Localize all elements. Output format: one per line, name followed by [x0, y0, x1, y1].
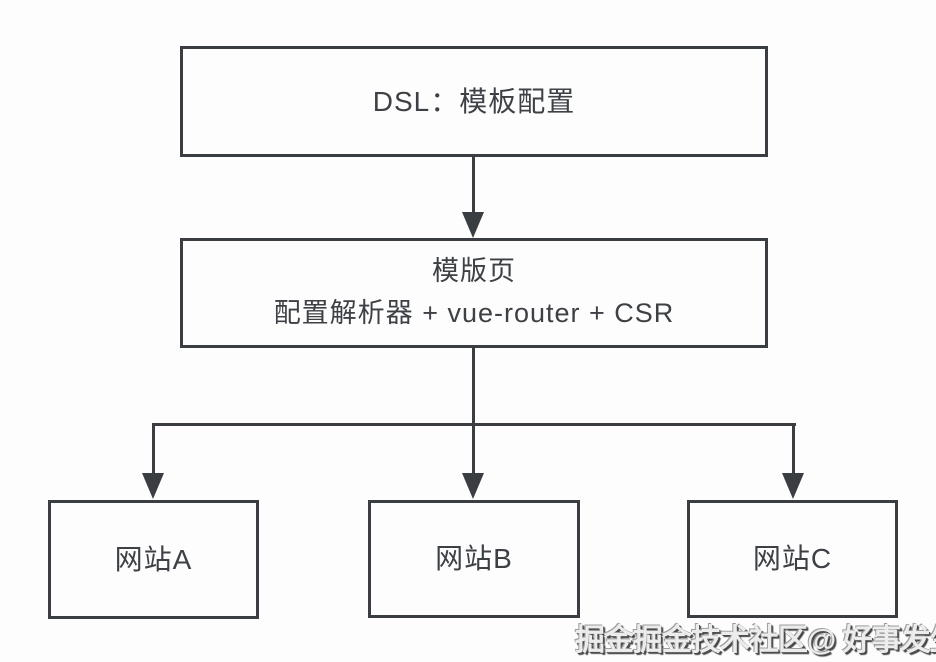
- arrow-down-icon: [782, 473, 804, 499]
- node-site-b-label: 网站B: [435, 543, 513, 575]
- node-dsl-template-config: DSL：模板配置: [180, 46, 768, 157]
- node-dsl-label: DSL：模板配置: [372, 85, 576, 117]
- arrow-down-icon: [142, 473, 164, 499]
- connector-dsl-to-template-line: [472, 157, 475, 214]
- connector-branch-line: [152, 423, 796, 426]
- connector-template-stem-line: [472, 348, 475, 474]
- connector-branch-left-line: [152, 423, 155, 474]
- node-site-b: 网站B: [368, 500, 580, 618]
- node-site-a-label: 网站A: [114, 543, 193, 575]
- connector-branch-right-line: [792, 423, 795, 474]
- node-template-title: 模版页: [432, 256, 516, 287]
- node-site-c: 网站C: [687, 500, 898, 618]
- node-site-a: 网站A: [48, 500, 259, 619]
- juejin-watermark: 掘金掘金技术社区@ 好事发生: [575, 624, 936, 657]
- arrow-down-icon: [462, 473, 484, 499]
- node-site-c-label: 网站C: [752, 543, 833, 575]
- node-template-page: 模版页 配置解析器 + vue-router + CSR: [180, 238, 768, 348]
- arrow-down-icon: [462, 212, 484, 238]
- node-template-subtitle: 配置解析器 + vue-router + CSR: [273, 298, 675, 328]
